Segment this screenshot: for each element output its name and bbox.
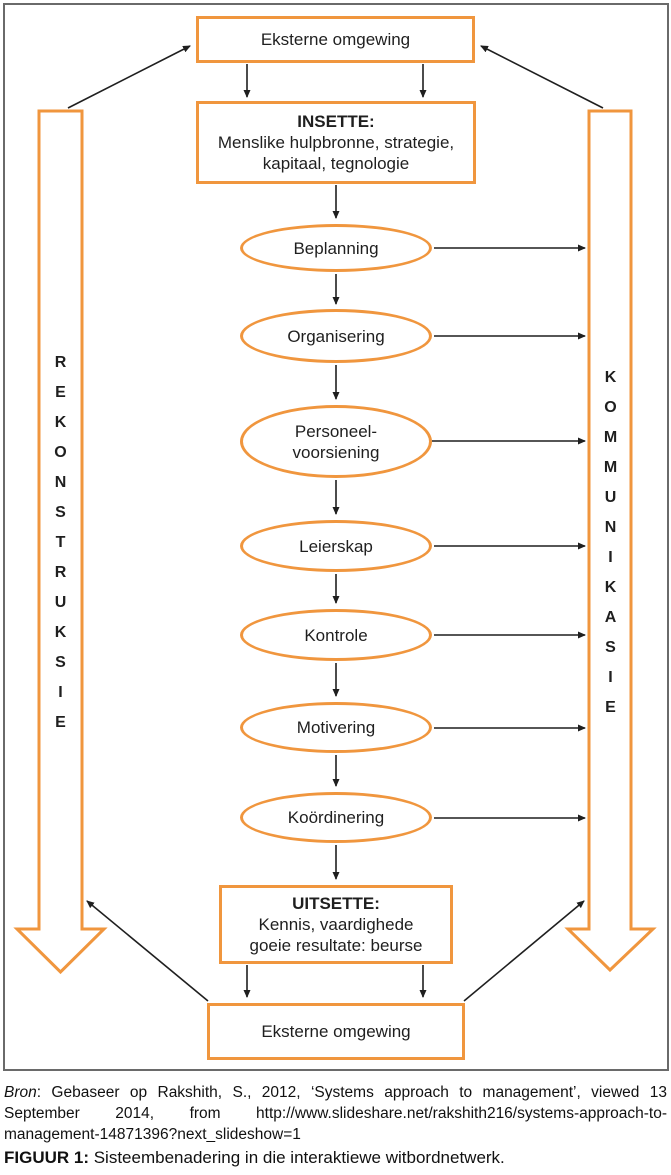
figure-caption-text: Sisteembenadering in die interaktiewe wi… [89, 1148, 505, 1167]
uitsette-title: UITSETTE: [292, 894, 380, 913]
step-ellipse-koordinering: Koördinering [240, 792, 432, 843]
rekonstruksie-arrow-shape [13, 109, 108, 975]
external-environment-top-label: Eksterne omgewing [260, 30, 411, 49]
step-ellipse-leierskap: Leierskap [240, 520, 432, 572]
step-ellipse-personeelvoorsiening: Personeel- voorsiening [240, 405, 432, 478]
source-label: Bron [4, 1084, 37, 1101]
insette-line2: kapitaal, tegnologie [262, 154, 410, 173]
uitsette-line2: goeie resultate: beurse [249, 936, 423, 955]
big-arrows [13, 109, 657, 975]
source-caption: Bron: Gebaseer op Rakshith, S., 2012, ‘S… [4, 1082, 667, 1145]
external-environment-bottom-label: Eksterne omgewing [261, 1022, 411, 1041]
kommunikasie-vertical-label: KOMMUNIKASIE [602, 369, 619, 729]
step-label: Kontrole [304, 625, 368, 645]
uitsette-line1: Kennis, vaardighede [258, 915, 414, 934]
step-label: Organisering [287, 326, 385, 346]
rekonstruksie-vertical-label: REKONSTRUKSIE [52, 354, 69, 744]
step-label: Leierskap [299, 536, 373, 556]
diagram-canvas [13, 45, 657, 1002]
insette-title: INSETTE: [297, 112, 375, 131]
step-ellipse-organisering: Organisering [240, 309, 432, 363]
step-label: Beplanning [293, 238, 379, 258]
figure-border [3, 3, 669, 1071]
uitsette-box: UITSETTE: Kennis, vaardighede goeie resu… [219, 885, 453, 964]
insette-line1: Menslike hulpbronne, strategie, [217, 133, 455, 152]
figure-caption: FIGUUR 1: Sisteembenadering in die inter… [4, 1146, 667, 1169]
figure-caption-label: FIGUUR 1: [4, 1148, 89, 1167]
step-ellipse-motivering: Motivering [240, 702, 432, 753]
step-ellipse-kontrole: Kontrole [240, 609, 432, 661]
external-environment-bottom-box: Eksterne omgewing [207, 1003, 465, 1060]
kommunikasie-arrow-shape [564, 109, 657, 973]
step-label: Motivering [296, 718, 376, 737]
connector-arrows [67, 45, 604, 1002]
step-label: Koördinering [287, 808, 385, 827]
step-ellipse-beplanning: Beplanning [240, 224, 432, 272]
external-environment-top-box: Eksterne omgewing [196, 16, 475, 63]
source-text: : Gebaseer op Rakshith, S., 2012, ‘Syste… [4, 1084, 667, 1143]
step-label: Personeel- voorsiening [292, 421, 380, 462]
insette-box: INSETTE: Menslike hulpbronne, strategie,… [196, 101, 476, 184]
